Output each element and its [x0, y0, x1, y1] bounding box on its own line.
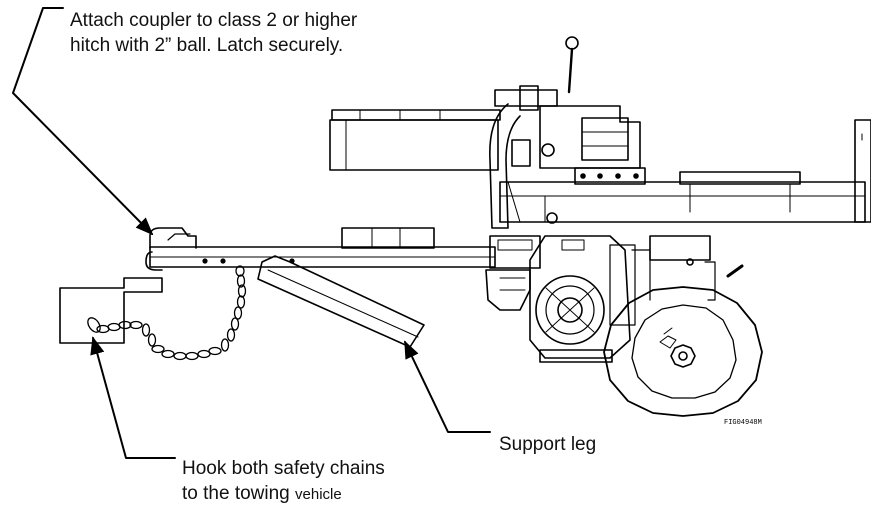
- wheel: [603, 286, 763, 417]
- tongue-beam: [149, 227, 496, 268]
- support-leg: [257, 255, 425, 348]
- axle-frame: [631, 235, 744, 301]
- safety-chain: [87, 265, 247, 361]
- control-valve: [489, 36, 641, 229]
- coupler: [145, 227, 197, 271]
- tongue-bracket: [59, 277, 163, 344]
- leader-line-coupler: [12, 7, 154, 236]
- main-beam: [499, 119, 871, 224]
- safety-chains-line1: Hook both safety chains: [182, 458, 385, 479]
- figure-id: FIG04948M: [724, 419, 762, 427]
- support-leg-label: Support leg: [499, 434, 597, 455]
- hydraulic-tank: [329, 109, 501, 171]
- safety-chains-line2: to the towing vehicle: [182, 481, 385, 507]
- coupler-instruction: Attach coupler to class 2 or higher hitc…: [70, 8, 357, 58]
- coupler-instruction-line2: hitch with 2” ball. Latch securely.: [70, 35, 344, 56]
- leader-line-chains: [90, 336, 176, 459]
- leader-line-support-leg: [404, 340, 491, 433]
- coupler-instruction-line1: Attach coupler to class 2 or higher: [70, 10, 358, 31]
- engine: [485, 235, 636, 363]
- safety-chains-line2-small: vehicle: [295, 486, 342, 503]
- safety-chains-line2-main: to the towing: [182, 483, 296, 504]
- safety-chains-instruction: Hook both safety chains to the towing ve…: [182, 456, 385, 507]
